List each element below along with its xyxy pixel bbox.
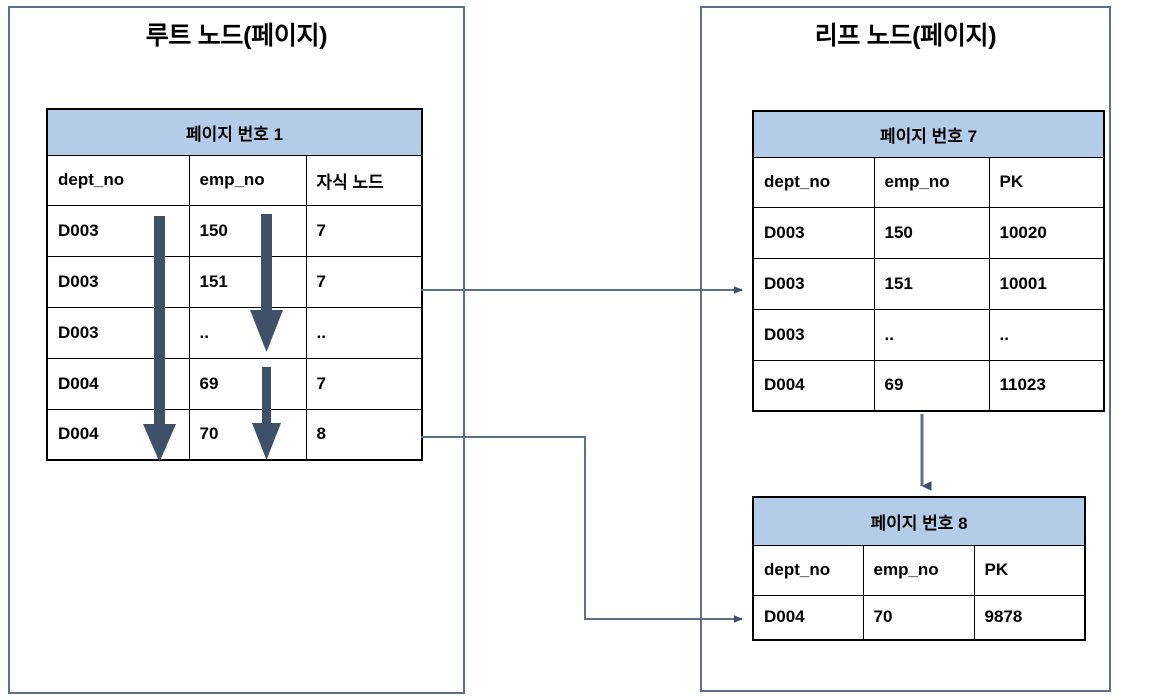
table-row: D003 151 10001 [752, 257, 1105, 310]
column-header-dept-no: dept_no [752, 156, 875, 208]
cell-emp-no: 69 [873, 359, 990, 412]
cell-dept-no: D003 [46, 306, 190, 359]
page-title-row: 페이지 번호 8 [752, 496, 1086, 546]
cell-pk: 9878 [973, 594, 1086, 641]
cell-emp-no: 70 [862, 594, 975, 641]
page-number-label: 페이지 번호 1 [46, 108, 423, 156]
column-header-row: dept_no emp_no PK [752, 544, 1086, 596]
column-header-emp-no: emp_no [188, 154, 307, 206]
table-row: D004 70 8 [46, 408, 423, 461]
column-header-child-node: 자식 노드 [305, 154, 423, 206]
leaf-node-title: 리프 노드(페이지) [814, 22, 997, 50]
cell-child-node: 7 [305, 204, 423, 257]
root-node-title: 루트 노드(페이지) [145, 22, 328, 50]
cell-emp-no: 70 [188, 408, 307, 461]
cell-dept-no: D003 [752, 308, 875, 361]
cell-child-node: .. [305, 306, 423, 359]
leaf-page-7-table: 페이지 번호 7 dept_no emp_no PK D003 150 1002… [752, 110, 1105, 412]
table-row: D003 150 10020 [752, 206, 1105, 259]
column-header-row: dept_no emp_no 자식 노드 [46, 154, 423, 206]
cell-pk: 11023 [988, 359, 1105, 412]
cell-dept-no: D003 [46, 255, 190, 308]
cell-child-node: 8 [305, 408, 423, 461]
column-header-row: dept_no emp_no PK [752, 156, 1105, 208]
leaf-page-8-table: 페이지 번호 8 dept_no emp_no PK D004 70 9878 [752, 496, 1086, 641]
cell-dept-no: D004 [752, 594, 864, 641]
table-row: D003 .. .. [752, 308, 1105, 361]
column-header-dept-no: dept_no [46, 154, 190, 206]
cell-emp-no: .. [188, 306, 307, 359]
cell-emp-no: 151 [188, 255, 307, 308]
cell-pk: 10001 [988, 257, 1105, 310]
cell-emp-no: 151 [873, 257, 990, 310]
cell-dept-no: D003 [46, 204, 190, 257]
root-page-table: 페이지 번호 1 dept_no emp_no 자식 노드 D003 150 7… [46, 108, 423, 461]
column-header-dept-no: dept_no [752, 544, 864, 596]
cell-dept-no: D004 [46, 357, 190, 410]
table-row: D004 69 7 [46, 357, 423, 410]
cell-child-node: 7 [305, 357, 423, 410]
page-title-row: 페이지 번호 7 [752, 110, 1105, 158]
table-row: D003 151 7 [46, 255, 423, 308]
table-row: D004 69 11023 [752, 359, 1105, 412]
table-row: D003 150 7 [46, 204, 423, 257]
table-row: D003 .. .. [46, 306, 423, 359]
column-header-pk: PK [973, 544, 1086, 596]
cell-dept-no: D003 [752, 206, 875, 259]
cell-emp-no: 150 [188, 204, 307, 257]
column-header-pk: PK [988, 156, 1105, 208]
cell-pk: 10020 [988, 206, 1105, 259]
connector-root-row5-to-page8 [421, 436, 743, 623]
cell-dept-no: D003 [752, 257, 875, 310]
page-number-label: 페이지 번호 8 [752, 496, 1086, 546]
column-header-emp-no: emp_no [862, 544, 975, 596]
cell-child-node: 7 [305, 255, 423, 308]
cell-emp-no: .. [873, 308, 990, 361]
cell-emp-no: 69 [188, 357, 307, 410]
page-number-label: 페이지 번호 7 [752, 110, 1105, 158]
column-header-emp-no: emp_no [873, 156, 990, 208]
page-title-row: 페이지 번호 1 [46, 108, 423, 156]
cell-dept-no: D004 [752, 359, 875, 412]
table-row: D004 70 9878 [752, 594, 1086, 641]
cell-pk: .. [988, 308, 1105, 361]
cell-dept-no: D004 [46, 408, 190, 461]
cell-emp-no: 150 [873, 206, 990, 259]
